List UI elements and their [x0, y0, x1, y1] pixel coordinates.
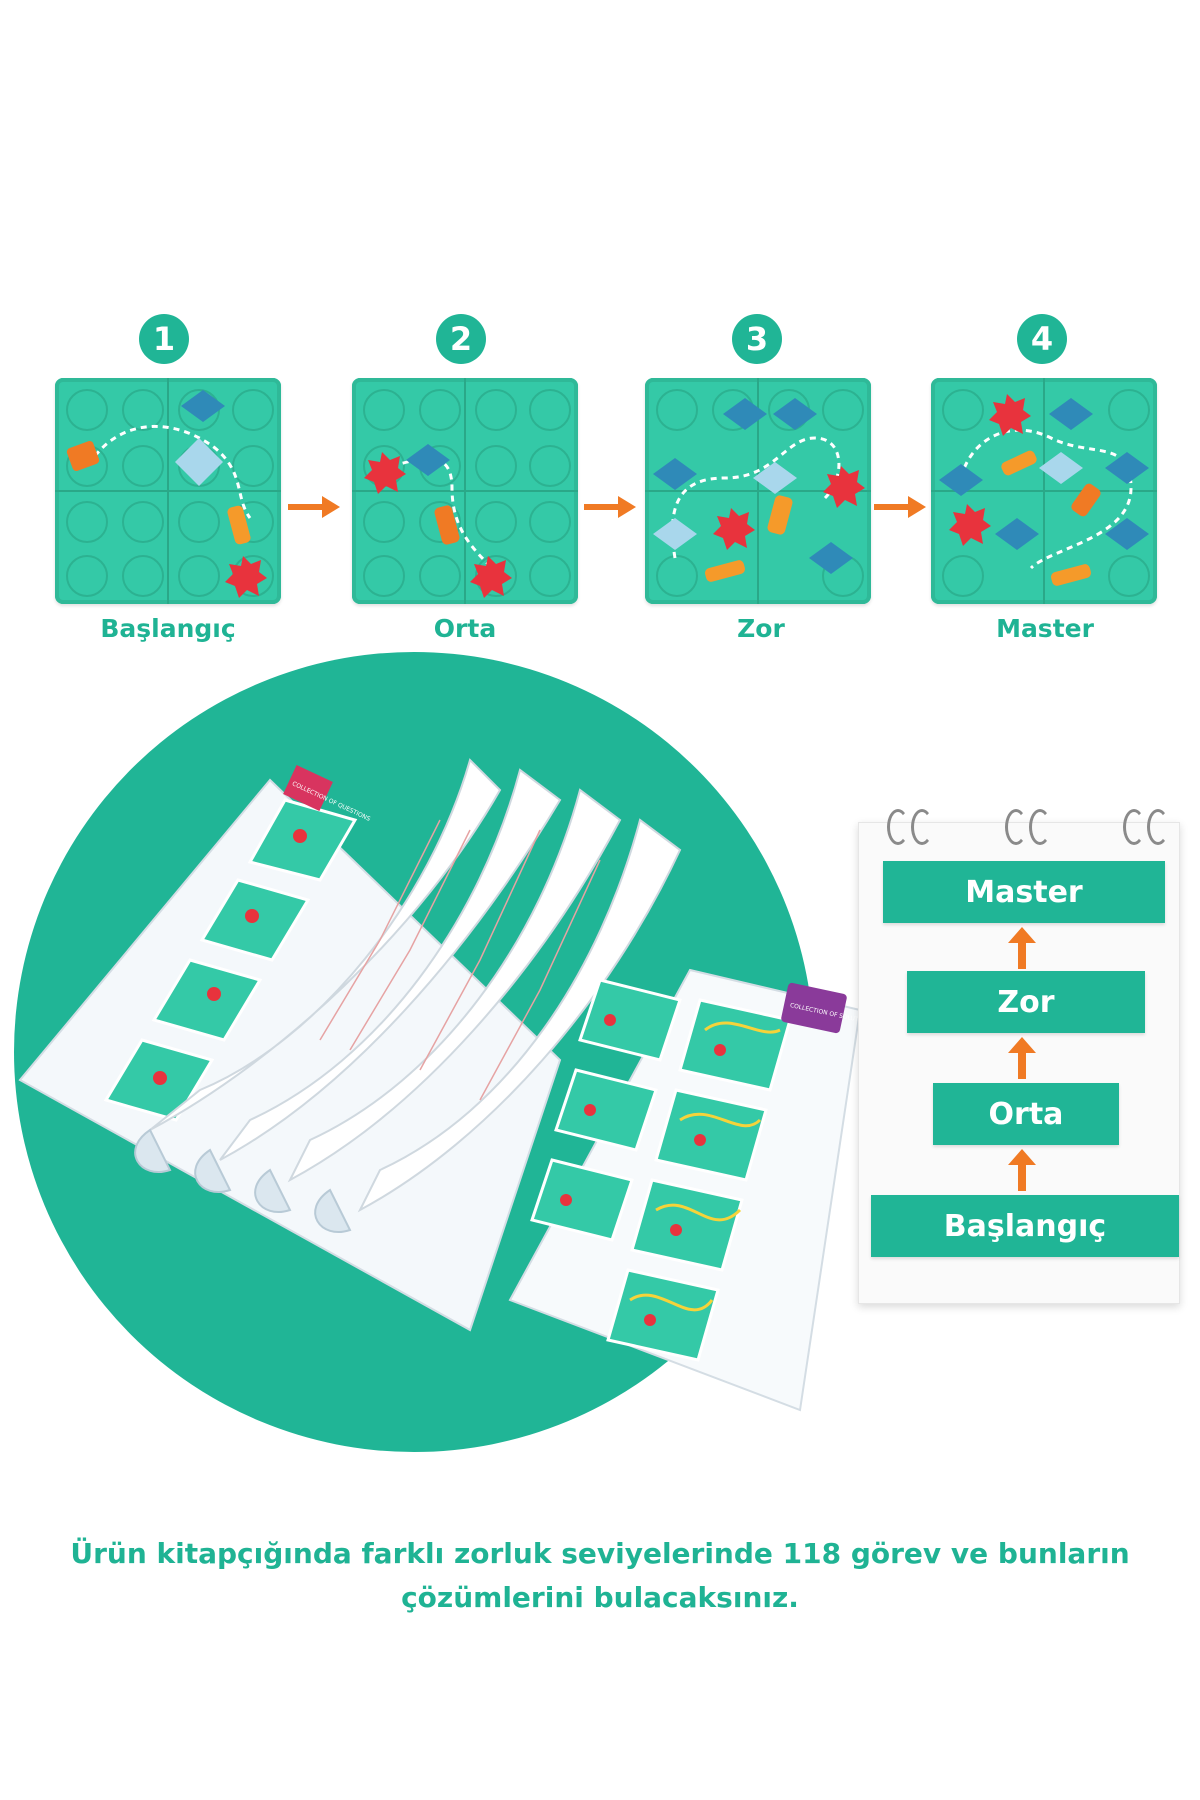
spiral-ring-icon: [887, 809, 909, 845]
spiral-ring-icon: [1029, 809, 1051, 845]
arrow-up-icon: [1008, 1037, 1036, 1079]
puzzle-board-master: [931, 378, 1157, 604]
notepad-level-intermediate: Orta: [933, 1083, 1119, 1145]
puzzle-board-beginner: [55, 378, 281, 604]
board-master-art: [931, 378, 1157, 604]
board-hard-art: [645, 378, 871, 604]
level-label-beginner: Başlangıç: [100, 614, 236, 643]
booklet-caption: Ürün kitapçığında farklı zorluk seviyele…: [60, 1532, 1140, 1620]
step-number-4: 4: [1017, 314, 1067, 364]
step-number-3: 3: [732, 314, 782, 364]
board-intermediate-art: [352, 378, 578, 604]
level-label-master: Master: [996, 614, 1094, 643]
notepad-level-beginner: Başlangıç: [871, 1195, 1179, 1257]
spiral-ring-icon: [911, 809, 933, 845]
arrow-up-icon: [1008, 1149, 1036, 1191]
spiral-ring-icon: [1147, 809, 1169, 845]
arrow-right-icon: [874, 496, 926, 518]
notepad-level-master: Master: [883, 861, 1165, 923]
step-number-1: 1: [139, 314, 189, 364]
arrow-right-icon: [288, 496, 340, 518]
spiral-ring-icon: [1123, 809, 1145, 845]
task-booklet-illustration: COLLECTION OF QUESTIONS: [18, 758, 862, 1412]
arrow-up-icon: [1008, 927, 1036, 969]
board-beginner-art: [55, 378, 281, 604]
puzzle-board-hard: [645, 378, 871, 604]
level-label-hard: Zor: [737, 614, 785, 643]
notepad-level-hard: Zor: [907, 971, 1145, 1033]
caption-line-1: Ürün kitapçığında farklı zorluk seviyele…: [70, 1537, 1130, 1570]
level-label-intermediate: Orta: [433, 614, 497, 643]
caption-line-2: çözümlerini bulacaksınız.: [401, 1581, 799, 1614]
difficulty-notepad: Master Zor Orta Başlangıç: [858, 809, 1180, 1304]
step-number-2: 2: [436, 314, 486, 364]
puzzle-board-intermediate: [352, 378, 578, 604]
arrow-right-icon: [584, 496, 636, 518]
spiral-ring-icon: [1005, 809, 1027, 845]
